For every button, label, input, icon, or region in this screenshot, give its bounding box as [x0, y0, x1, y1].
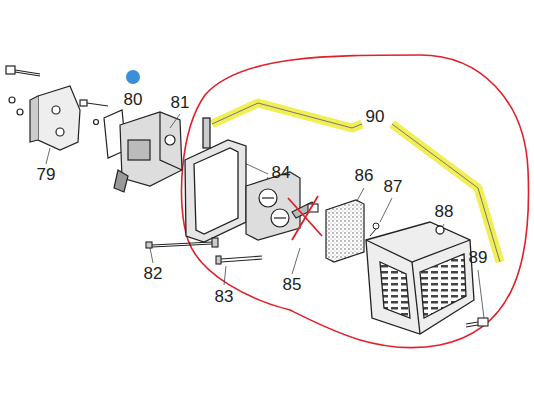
callout-number: 79	[37, 166, 56, 184]
callout-number: 82	[144, 265, 163, 283]
callout-number: 86	[355, 167, 374, 185]
callout-number: 83	[215, 288, 234, 306]
callout-number: 89	[469, 249, 488, 267]
callout-number: 85	[283, 276, 302, 294]
callout-number: 87	[384, 178, 403, 196]
callout-number: 90	[366, 108, 385, 126]
callout-number: 80	[124, 91, 143, 109]
callout-number: 88	[435, 203, 454, 221]
callout-number: 81	[171, 94, 190, 112]
callout-number: 84	[272, 164, 291, 182]
